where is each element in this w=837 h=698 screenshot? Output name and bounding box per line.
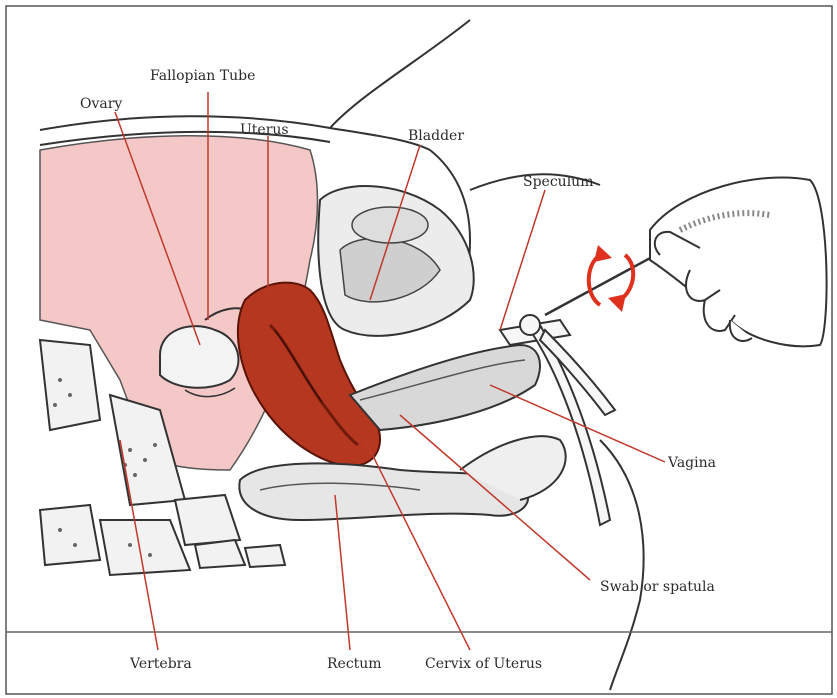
label-speculum: Speculum: [523, 174, 593, 190]
hand: [650, 177, 827, 346]
swab-stick: [545, 250, 665, 315]
label-cervix: Cervix of Uterus: [425, 656, 542, 672]
label-bladder: Bladder: [408, 128, 464, 144]
leader-speculum: [500, 190, 545, 330]
label-ovary: Ovary: [80, 96, 122, 112]
rectum: [239, 436, 565, 520]
vagina-region: [350, 345, 540, 430]
label-swab: Swab or spatula: [600, 579, 715, 595]
bladder: [318, 186, 473, 336]
label-fallopian-tube: Fallopian Tube: [150, 68, 255, 84]
label-uterus: Uterus: [240, 122, 289, 138]
label-rectum: Rectum: [327, 656, 382, 672]
label-vertebra: Vertebra: [129, 656, 192, 672]
label-vagina: Vagina: [667, 455, 716, 471]
